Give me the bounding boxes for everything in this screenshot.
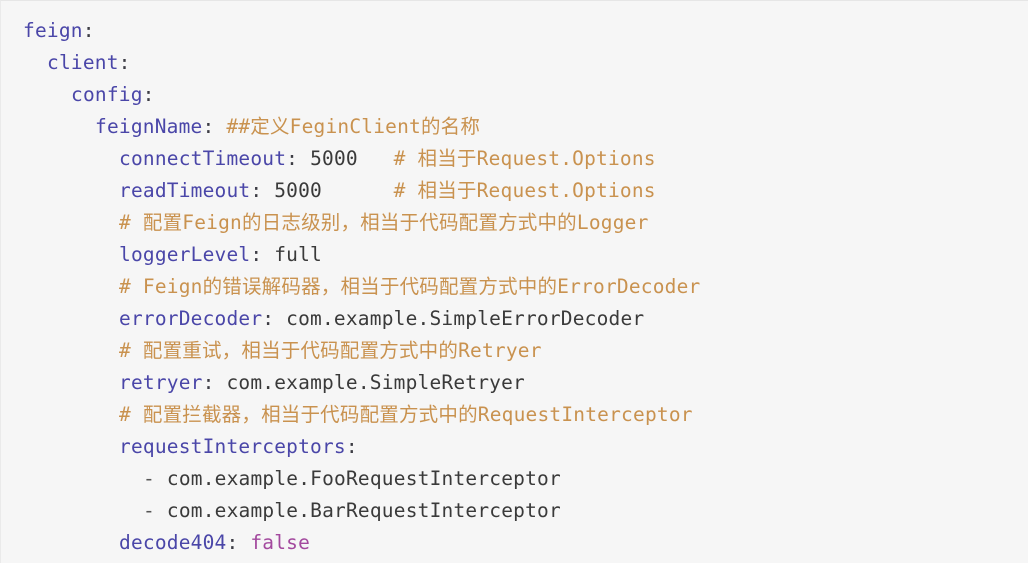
token-dash: - [143, 467, 167, 490]
token-comment: # 配置重试，相当于代码配置方式中的Retryer [119, 339, 542, 362]
token-dash: - [143, 499, 167, 522]
token-punct: : [82, 19, 95, 42]
token-value: com.example.BarRequestInterceptor [166, 499, 561, 522]
token-bool: false [250, 531, 311, 554]
code-line: # Feign的错误解码器，相当于代码配置方式中的ErrorDecoder [1, 271, 1028, 303]
token-key: retryer [119, 371, 203, 394]
token-punct: : [250, 179, 275, 202]
token-punct: : [142, 83, 155, 106]
token-punct: : [118, 51, 131, 74]
token-key: feignName [95, 115, 203, 138]
token-key: decode404 [119, 531, 227, 554]
token-key: loggerLevel [119, 243, 251, 266]
code-line: loggerLevel: full [1, 239, 1028, 271]
code-line: decode404: false [1, 527, 1028, 559]
code-line: readTimeout: 5000 # 相当于Request.Options [1, 175, 1028, 207]
token-key: connectTimeout [119, 147, 287, 170]
token-punct: : [286, 147, 311, 170]
code-line: feign: [1, 15, 1028, 47]
token-comment: # 相当于Request.Options [393, 179, 656, 202]
token-comment: ##定义FeginClient的名称 [226, 115, 481, 138]
token-punct: : [202, 371, 227, 394]
token-comment: # 相当于Request.Options [393, 147, 656, 170]
code-line: config: [1, 79, 1028, 111]
token-comment: # Feign的错误解码器，相当于代码配置方式中的ErrorDecoder [119, 275, 701, 298]
token-value: com.example.SimpleRetryer [226, 371, 525, 394]
token-punct: : [345, 435, 358, 458]
token-value: 5000 [274, 179, 322, 202]
token-plain [358, 147, 394, 170]
code-line: connectTimeout: 5000 # 相当于Request.Option… [1, 143, 1028, 175]
code-line: feignName: ##定义FeginClient的名称 [1, 111, 1028, 143]
token-key: errorDecoder [119, 307, 263, 330]
token-comment: # 配置Feign的日志级别，相当于代码配置方式中的Logger [119, 211, 649, 234]
code-line: - com.example.FooRequestInterceptor [1, 463, 1028, 495]
code-line: # 配置拦截器，相当于代码配置方式中的RequestInterceptor [1, 399, 1028, 431]
code-line: retryer: com.example.SimpleRetryer [1, 367, 1028, 399]
code-line: # 配置重试，相当于代码配置方式中的Retryer [1, 335, 1028, 367]
token-key: config [71, 83, 143, 106]
token-punct: : [262, 307, 287, 330]
token-value: com.example.FooRequestInterceptor [166, 467, 561, 490]
code-line: # 配置Feign的日志级别，相当于代码配置方式中的Logger [1, 207, 1028, 239]
token-plain [322, 179, 394, 202]
token-comment: # 配置拦截器，相当于代码配置方式中的RequestInterceptor [119, 403, 693, 426]
token-key: requestInterceptors [119, 435, 346, 458]
token-punct: : [250, 243, 275, 266]
code-line: - com.example.BarRequestInterceptor [1, 495, 1028, 527]
code-line: requestInterceptors: [1, 431, 1028, 463]
code-line: errorDecoder: com.example.SimpleErrorDec… [1, 303, 1028, 335]
token-punct: : [202, 115, 227, 138]
yaml-code-block[interactable]: feign:client:config:feignName: ##定义Fegin… [1, 15, 1028, 559]
token-key: client [47, 51, 119, 74]
token-value: com.example.SimpleErrorDecoder [286, 307, 645, 330]
token-key: feign [23, 19, 83, 42]
token-value: full [274, 243, 322, 266]
token-key: readTimeout [119, 179, 251, 202]
token-punct: : [226, 531, 251, 554]
code-line: client: [1, 47, 1028, 79]
token-value: 5000 [310, 147, 358, 170]
